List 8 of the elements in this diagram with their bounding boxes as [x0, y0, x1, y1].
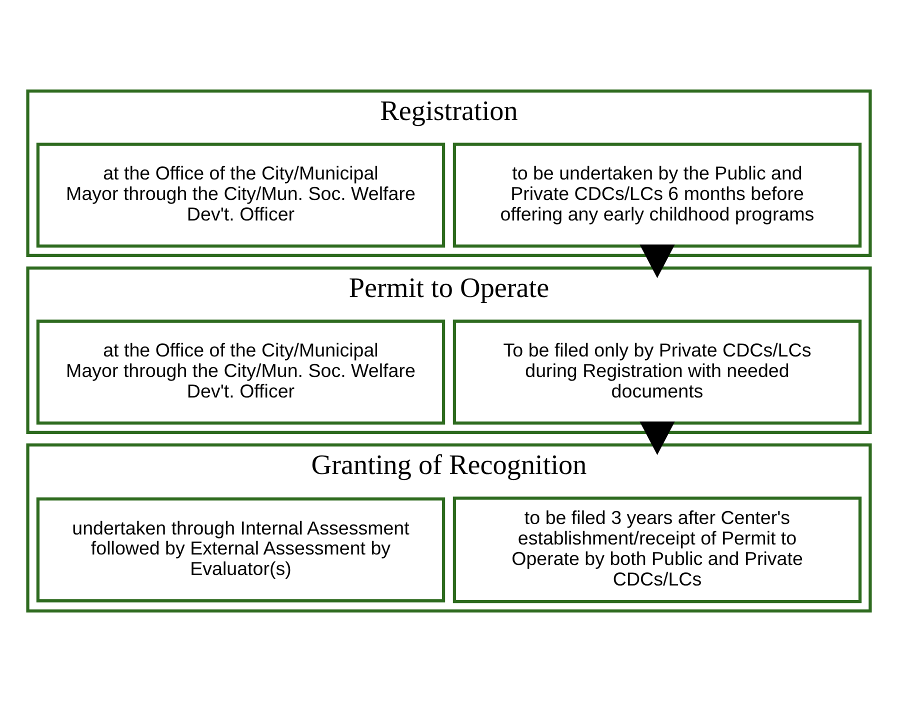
node-box: at the Office of the City/Municipal Mayor through the City/Mun. Soc. Welfare Dev't. Officer: [36, 142, 445, 248]
node-box: to be filed 3 years after Center's establishment/receipt of Permit to Operate by both Public and Private CDCs/LCs: [452, 496, 862, 604]
arrow: [639, 244, 674, 278]
node-box: undertaken through Internal Assessment followed by External Assessment by Evaluator(s): [36, 497, 445, 602]
node-box: to be undertaken by the Public and Private CDCs/LCs 6 months before offering any early childhood programs: [452, 142, 862, 248]
arrow: [639, 421, 674, 456]
node-box: at the Office of the City/Municipal Mayor through the City/Mun. Soc. Welfare Dev't. Officer: [36, 320, 445, 425]
node-box: To be filed only by Private CDCs/LCs during Registration with needed documents: [452, 320, 862, 425]
